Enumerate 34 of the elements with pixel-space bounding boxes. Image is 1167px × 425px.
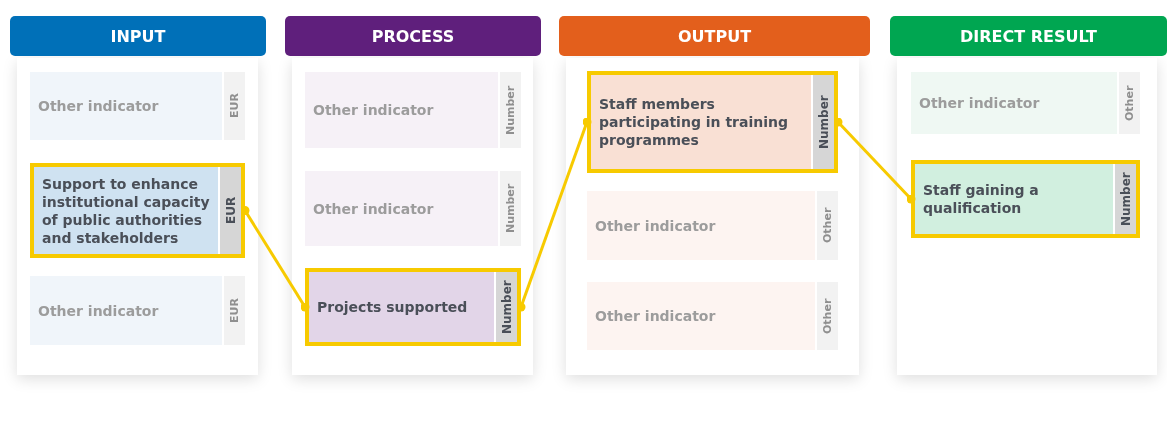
indicator-label: Other indicator [30, 72, 222, 140]
indicator-label: Projects supported [309, 272, 494, 342]
unit-label: Number [500, 72, 521, 148]
indicator-label: Other indicator [305, 171, 498, 246]
indicator-label: Support to enhance institutional capacity of public authorities and stakeholders [34, 167, 218, 254]
unit-label: Other [817, 282, 838, 350]
unit-label: EUR [220, 167, 241, 254]
unit-label: Number [500, 171, 521, 246]
column-card [285, 16, 541, 375]
indicator-card [587, 71, 838, 173]
indicator-card [911, 160, 1140, 238]
indicator-label: Staff members participating in training programmes [591, 75, 811, 169]
unit-label: EUR [224, 72, 245, 140]
indicator-label: Other indicator [911, 72, 1117, 134]
column-card [890, 16, 1167, 375]
unit-label: Other [817, 191, 838, 260]
column-header: DIRECT RESULT [890, 16, 1167, 56]
column-card [559, 16, 870, 375]
indicator-card [305, 268, 521, 346]
indicator-label: Other indicator [587, 191, 815, 260]
indicator-card [30, 163, 245, 258]
unit-label: Number [813, 75, 834, 169]
indicator-label: Other indicator [30, 276, 222, 345]
unit-label: Other [1119, 72, 1140, 134]
column-header: INPUT [10, 16, 266, 56]
unit-label: EUR [224, 276, 245, 345]
unit-label: Number [496, 272, 517, 342]
column-header: OUTPUT [559, 16, 870, 56]
column-card [10, 16, 266, 375]
indicator-label: Other indicator [587, 282, 815, 350]
indicator-label: Other indicator [305, 72, 498, 148]
unit-label: Number [1115, 164, 1136, 234]
indicator-label: Staff gaining a qualification [915, 164, 1113, 234]
column-header: PROCESS [285, 16, 541, 56]
